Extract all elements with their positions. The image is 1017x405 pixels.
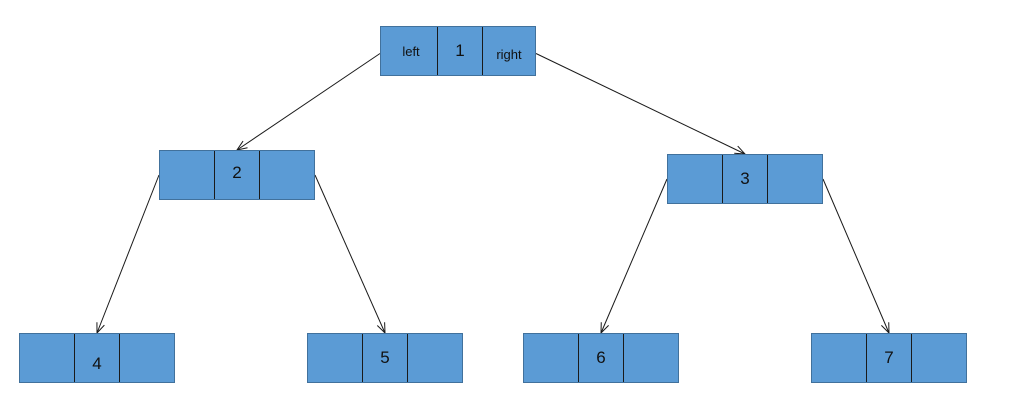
tree-node-3: 3	[667, 154, 823, 204]
edge-2-to-4	[97, 174, 160, 333]
tree-node-1: left 1 right	[380, 26, 536, 76]
tree-node-5: 5	[307, 333, 463, 383]
edge-1-to-2	[237, 53, 381, 151]
right-pointer-cell: right	[496, 46, 522, 62]
node-value: 6	[578, 334, 624, 382]
node-value: 1	[437, 27, 483, 75]
tree-node-4: 4	[19, 333, 175, 383]
right-pointer-cell	[912, 334, 966, 382]
left-pointer-cell: left	[402, 43, 420, 59]
node-value: 7	[866, 334, 912, 382]
left-pointer-cell	[20, 334, 74, 382]
tree-node-2: 2	[159, 150, 315, 200]
tree-node-6: 6	[523, 333, 679, 383]
edge-3-to-6	[601, 178, 668, 333]
right-pointer-cell	[408, 334, 462, 382]
edge-3-to-7	[822, 178, 889, 333]
right-pointer-cell	[768, 155, 822, 203]
node-value: 4	[74, 334, 120, 382]
left-pointer-cell	[308, 334, 362, 382]
node-value: 2	[214, 151, 260, 199]
edge-2-to-5	[314, 174, 385, 333]
left-pointer-cell	[668, 155, 722, 203]
right-pointer-cell	[120, 334, 174, 382]
left-pointer-cell	[524, 334, 578, 382]
left-pointer-cell	[812, 334, 866, 382]
right-pointer-cell	[260, 151, 314, 199]
node-value: 3	[722, 155, 768, 203]
edge-1-to-3	[535, 53, 745, 155]
node-value: 5	[362, 334, 408, 382]
left-pointer-cell	[160, 151, 214, 199]
tree-node-7: 7	[811, 333, 967, 383]
right-pointer-cell	[624, 334, 678, 382]
